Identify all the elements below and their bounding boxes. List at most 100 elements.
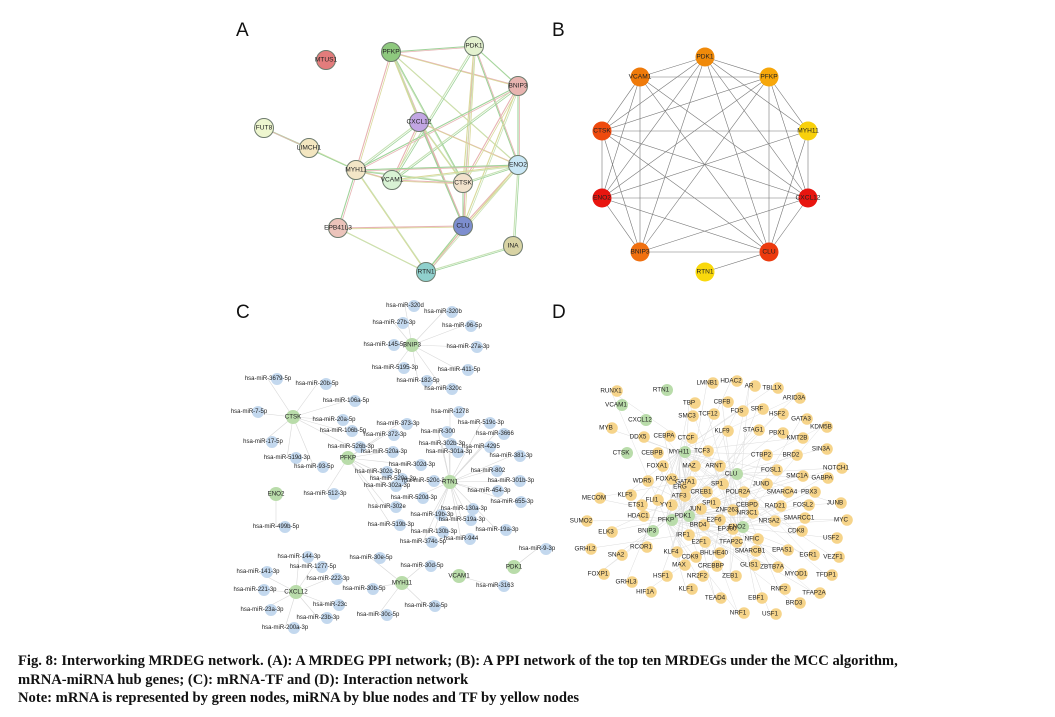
mrna-label-ctsk: CTSK	[285, 414, 302, 421]
ppi-edge	[462, 85, 519, 227]
tf-edge	[678, 451, 716, 599]
tf-node-hsf1	[661, 570, 673, 582]
tf-label-myb: MYB	[599, 425, 613, 432]
mrna-label-pdk1: PDK1	[675, 513, 692, 520]
mirna-edge	[449, 422, 482, 483]
mirna-label: hsa-miR-30b-5p	[342, 586, 386, 592]
tf-node-smc1a	[797, 470, 809, 482]
tf-label-polr2a: POLR2A	[726, 489, 752, 496]
node-pfkp	[381, 42, 401, 62]
mrna-node-bnip3	[647, 525, 659, 537]
tf-edge	[678, 437, 798, 453]
mrna-node-pfkp	[341, 451, 355, 465]
mirna-label: hsa-miR-519d-3p	[264, 455, 311, 461]
mcc-edge	[768, 76, 809, 132]
mirna-label: hsa-miR-30a-5p	[404, 603, 448, 609]
mirna-node	[288, 622, 300, 634]
tf-node-fos	[737, 405, 749, 417]
tf-edge	[730, 473, 797, 532]
mirna-label: hsa-miR-144-3p	[277, 554, 321, 560]
mirna-node	[462, 364, 474, 376]
mrna-label-clu: CLU	[725, 471, 738, 478]
tf-node-nr3c1	[747, 507, 759, 519]
tf-label-atf3: ATF3	[672, 493, 687, 500]
mirna-label: hsa-miR-5195-3p	[372, 365, 419, 371]
node-cxcl12	[798, 188, 818, 208]
tf-edge	[682, 429, 754, 517]
tf-edge	[665, 380, 732, 521]
mirna-label: hsa-miR-320d	[386, 303, 424, 309]
mirna-node	[467, 503, 479, 515]
mcc-edge	[704, 56, 809, 199]
tf-label-srf: SRF	[751, 406, 764, 413]
tf-label-foxa1: FOXA1	[647, 463, 668, 470]
ppi-edge	[464, 86, 520, 185]
ppi-edge	[390, 51, 519, 87]
tf-label-stag1: STAG1	[743, 427, 764, 434]
mrna-node-ctsk	[286, 410, 300, 424]
node-label-fut8: FUT8	[256, 125, 273, 132]
mirna-label: hsa-miR-3163	[476, 583, 514, 589]
ppi-edge	[355, 51, 392, 171]
tf-label-foxp1: FOXP1	[588, 571, 609, 578]
tf-edge	[678, 495, 684, 517]
tf-node-runx1	[611, 385, 623, 397]
mcc-edge	[601, 76, 770, 132]
tf-node-e2f1	[699, 536, 711, 548]
tf-label-tbl1x: TBL1X	[762, 385, 782, 392]
mirna-node	[515, 496, 527, 508]
ppi-edge	[393, 86, 520, 182]
node-label-cxcl12: CXCL12	[796, 195, 821, 202]
tf-edge	[651, 452, 684, 517]
mrna-node-cxcl12	[289, 585, 303, 599]
tf-node-wdr5	[642, 475, 654, 487]
mirna-node	[425, 560, 437, 572]
ppi-edge	[464, 46, 476, 228]
tf-label-cebpd: CEBPD	[736, 502, 758, 509]
ppi-edge	[339, 226, 465, 230]
tf-node-lmnb1	[707, 377, 719, 389]
tf-node-sin3a	[821, 443, 833, 455]
tf-label-hdac2: HDAC2	[720, 378, 742, 385]
mirna-node	[252, 406, 264, 418]
tf-node-sp1	[717, 478, 729, 490]
mirna-label: hsa-miR-130a-3p	[441, 506, 488, 512]
mcc-edge	[639, 56, 706, 253]
tf-node-klf1	[686, 583, 698, 595]
ppi-edge	[473, 45, 519, 166]
tf-label-klf9: KLF9	[714, 428, 730, 435]
tf-node-cdk8	[796, 525, 808, 537]
node-label-myh11: MYH11	[345, 167, 367, 174]
ppi-edge	[355, 85, 519, 171]
mrna-node-rtn1	[661, 384, 673, 396]
mcc-edge	[601, 197, 770, 253]
tf-node-hdac1	[638, 510, 650, 522]
mirna-node	[471, 341, 483, 353]
tf-node-tbp	[689, 397, 701, 409]
tf-label-vezf1: VEZF1	[823, 554, 843, 561]
tf-label-klf1: KLF1	[678, 586, 694, 593]
mirna-node	[514, 450, 526, 462]
tf-edge	[665, 519, 773, 568]
tf-node-jund	[761, 478, 773, 490]
tf-node-mecom	[594, 492, 606, 504]
mrna-node-rtn1	[443, 475, 457, 489]
node-label-rtn1: RTN1	[696, 269, 713, 276]
mirna-node	[367, 583, 379, 595]
tf-edge	[730, 473, 757, 599]
tf-label-tbp: TBP	[683, 400, 695, 407]
tf-node-ets1	[636, 499, 648, 511]
tf-node-nrf1	[738, 607, 750, 619]
mirna-node	[337, 414, 349, 426]
tf-node-pbx1	[777, 427, 789, 439]
mirna-label: hsa-miR-520c-3p	[402, 478, 449, 484]
mcc-edge	[639, 56, 706, 78]
mcc-edge	[639, 76, 809, 199]
mirna-node	[446, 383, 458, 395]
ppi-edge	[427, 165, 520, 274]
node-label-pfkp: PFKP	[382, 49, 400, 56]
tf-label-usf2: USF2	[823, 535, 840, 542]
tf-label-usf1: USF1	[762, 611, 779, 618]
mirna-edge	[347, 457, 413, 466]
ppi-edge	[393, 180, 465, 185]
